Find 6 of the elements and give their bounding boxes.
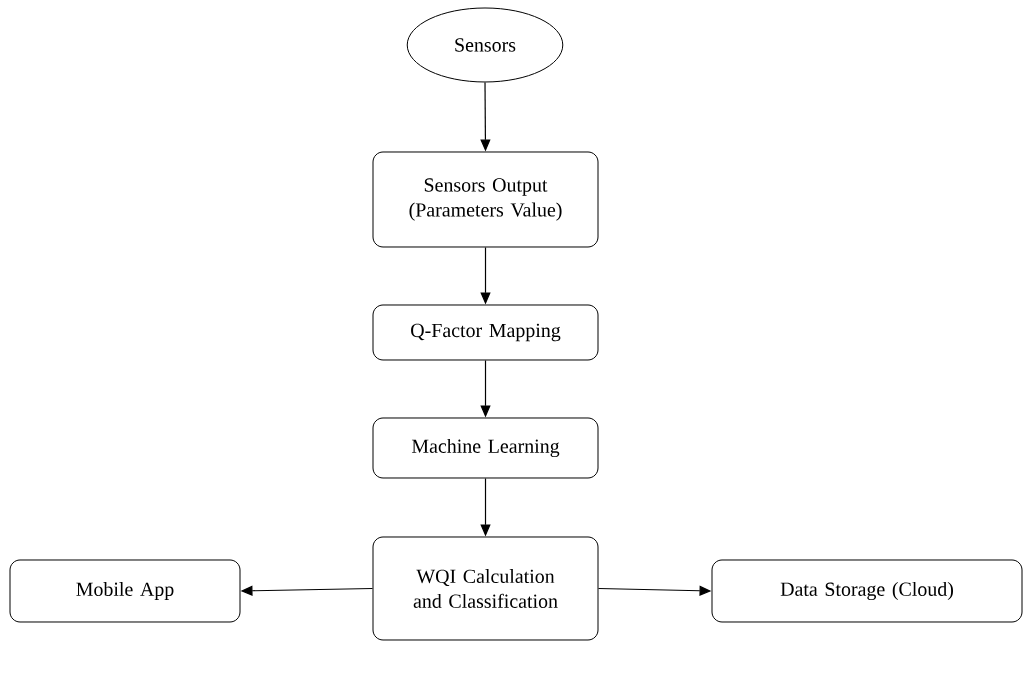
process-box: Sensors Output (Parameters Value) xyxy=(372,151,599,248)
process-box: Q-Factor Mapping xyxy=(372,304,599,361)
process-box: Mobile App xyxy=(9,559,241,623)
process-box: Data Storage (Cloud) xyxy=(711,559,1023,623)
process-box: WQI Calculation and Classification xyxy=(372,536,599,641)
process-box: Machine Learning xyxy=(372,417,599,479)
